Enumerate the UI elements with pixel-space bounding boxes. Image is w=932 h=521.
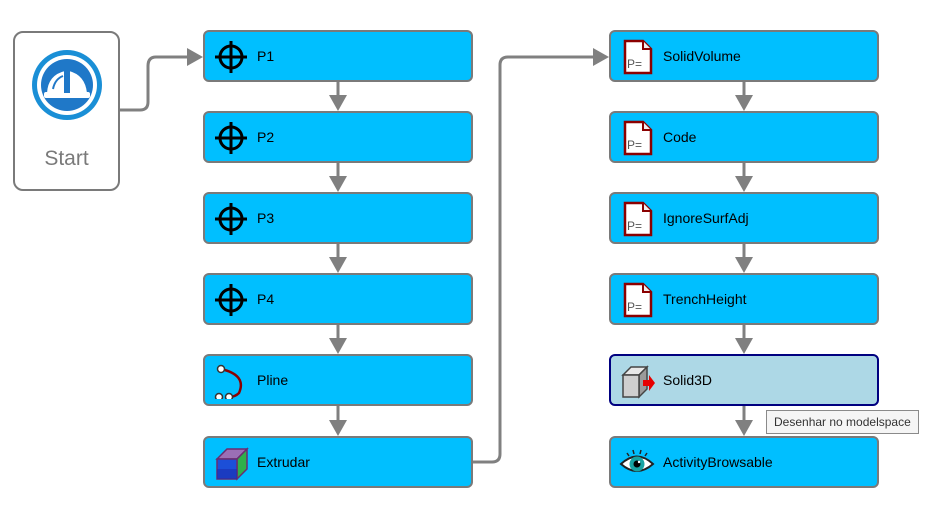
arrowhead — [329, 257, 347, 273]
node-label: SolidVolume — [663, 48, 741, 64]
svg-text:P=: P= — [627, 300, 642, 314]
node-trenchheight[interactable]: P= TrenchHeight — [609, 273, 879, 325]
parameter-doc-icon: P= — [623, 201, 653, 237]
node-activitybrowsable[interactable]: ActivityBrowsable — [609, 436, 879, 488]
node-solidvolume[interactable]: P= SolidVolume — [609, 30, 879, 82]
crosshair-icon — [215, 122, 247, 154]
connector-start — [120, 55, 188, 112]
polyline-icon — [214, 364, 243, 399]
tooltip: Desenhar no modelspace — [766, 410, 919, 434]
svg-text:P=: P= — [627, 57, 642, 71]
node-label: P2 — [257, 129, 275, 145]
svg-text:P=: P= — [627, 219, 642, 233]
node-label: Pline — [257, 372, 289, 388]
start-node[interactable]: Start — [13, 31, 120, 191]
node-label: P4 — [257, 291, 275, 307]
arrowhead — [329, 338, 347, 354]
arrowhead — [735, 257, 753, 273]
parameter-doc-icon: P= — [623, 120, 653, 156]
arrowhead — [735, 420, 753, 436]
solid3d-icon — [621, 365, 655, 399]
connector-column-link — [473, 55, 594, 464]
eye-icon — [619, 449, 655, 472]
arrowhead — [735, 338, 753, 354]
node-extrudar[interactable]: Extrudar — [203, 436, 473, 488]
node-p3[interactable]: P3 — [203, 192, 473, 244]
node-label: P3 — [257, 210, 275, 226]
node-pline[interactable]: Pline — [203, 354, 473, 406]
start-label: Start — [44, 147, 89, 170]
node-label: IgnoreSurfAdj — [663, 210, 749, 226]
arrowhead — [593, 48, 609, 66]
parameter-doc-icon: P= — [623, 282, 653, 318]
node-label: TrenchHeight — [663, 291, 747, 307]
arrowhead — [187, 48, 203, 66]
parameter-doc-icon: P= — [623, 39, 653, 75]
arrowhead — [735, 95, 753, 111]
node-label: ActivityBrowsable — [663, 454, 773, 470]
node-code[interactable]: P= Code — [609, 111, 879, 163]
extrude-box-icon — [215, 447, 249, 481]
arrowhead — [329, 420, 347, 436]
crosshair-icon — [215, 284, 247, 316]
node-p1[interactable]: P1 — [203, 30, 473, 82]
node-p4[interactable]: P4 — [203, 273, 473, 325]
svg-text:P=: P= — [627, 138, 642, 152]
node-p2[interactable]: P2 — [203, 111, 473, 163]
arrowhead — [329, 176, 347, 192]
crosshair-icon — [215, 203, 247, 235]
node-label: P1 — [257, 48, 275, 64]
node-label: Solid3D — [663, 372, 713, 388]
node-solid3d[interactable]: Solid3D — [609, 354, 879, 406]
arrowhead — [735, 176, 753, 192]
node-ignoresurfadj[interactable]: P= IgnoreSurfAdj — [609, 192, 879, 244]
crosshair-icon — [215, 41, 247, 73]
node-label: Extrudar — [257, 454, 310, 470]
node-label: Code — [663, 129, 697, 145]
hard-hat-icon — [32, 50, 102, 120]
arrowhead — [329, 95, 347, 111]
